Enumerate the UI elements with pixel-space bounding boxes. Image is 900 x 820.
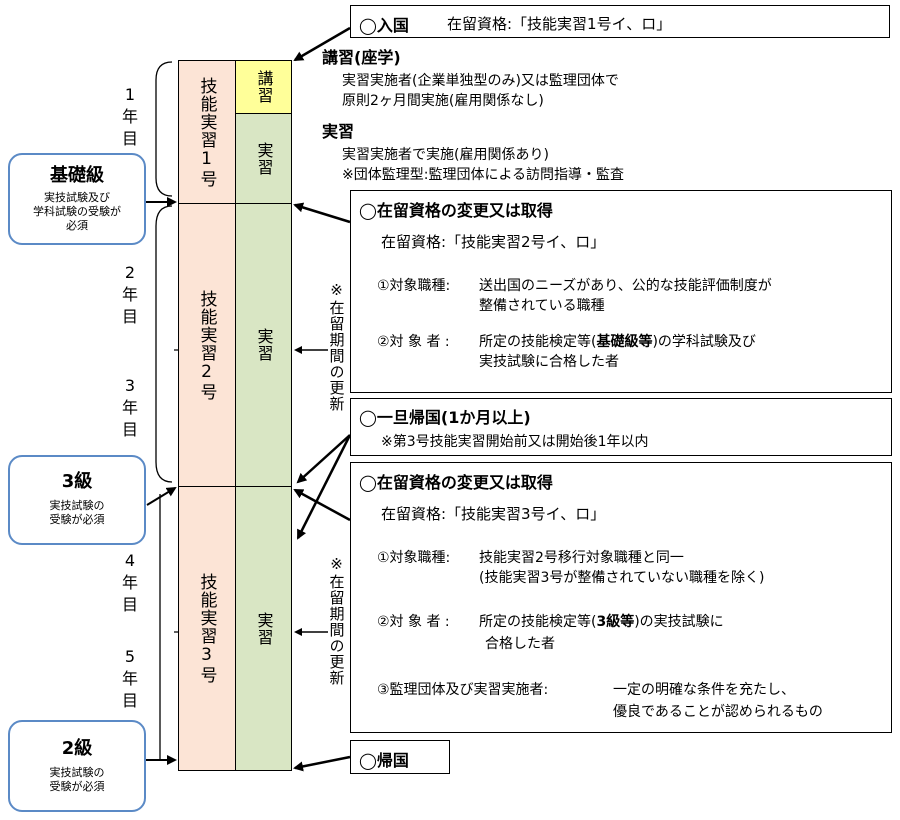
practice-cell-2: 実習 [235,203,292,487]
change2-item3-line2: 優良であることが認められるもの [613,704,823,720]
arrow-grade3 [146,486,177,506]
change1-title: ◯在留資格の変更又は取得 [359,201,553,220]
stage-3-label: 技能実習3号 [196,573,217,684]
practice-line-1: 実習実施者で実施(雇用関係あり) [342,147,549,163]
entry-title: ◯入国 [359,16,409,35]
change2-item2-line2: 合格した者 [485,636,555,652]
bracket-years2-3 [155,205,173,483]
change2-item3-label: ③監理団体及び実習実施者: [377,682,549,698]
change2-item1-line2: (技能実習3号が整備されていない職種を除く) [479,570,765,586]
change1-box: ◯在留資格の変更又は取得 在留資格:「技能実習2号イ、ロ」 ①対象職種: 送出国… [350,190,892,393]
return-temp-box: ◯一旦帰国(1か月以上) ※第3号技能実習開始前又は開始後1年以内 [350,398,892,456]
change2-item2-bold: 3級等 [596,614,635,630]
change1-item1-line2: 整備されている職種 [479,298,605,314]
lecture-heading: 講習(座学) [322,48,401,67]
change1-item2-label: ②対 象 者 : [377,334,450,350]
stage-1-cell: 技能実習1号 [178,60,236,204]
change2-item2-line1: 所定の技能検定等(3級等)の実技試験に [479,614,724,630]
change2-item2-label: ②対 象 者 : [377,614,450,630]
practice-label-2: 実習 [254,328,274,362]
change1-item2-bold: 基礎級等 [596,334,653,350]
level-grade3-desc-1: 実技試験の [49,499,105,512]
arrow-return-1 [296,434,351,484]
level-basic-title: 基礎級 [50,165,104,186]
practice-cell-1: 実習 [235,113,292,204]
final-return-title: ◯帰国 [359,751,409,770]
practice-label-3: 実習 [254,611,274,646]
change2-box: ◯在留資格の変更又は取得 在留資格:「技能実習3号イ、ロ」 ①対象職種: 技能実… [350,462,892,733]
level-grade2-desc-2: 受験が必須 [49,780,105,793]
change2-item1-label: ①対象職種: [377,550,451,566]
stage-1-label: 技能実習1号 [196,76,217,188]
change2-item1-line1: 技能実習2号移行対象職種と同一 [479,550,684,566]
return-temp-title: ◯一旦帰国(1か月以上) [359,408,531,427]
change1-status: 在留資格:「技能実習2号イ、ロ」 [381,233,606,251]
change1-item2-line1: 所定の技能検定等(基礎級等)の学科試験及び [479,334,756,350]
stage-3-cell: 技能実習3号 [178,486,236,771]
lecture-line-1: 実習実施者(企業単独型のみ)又は監理団体で [342,73,619,89]
practice-heading: 実習 [322,122,355,141]
change2-item3-line1: 一定の明確な条件を充たし、 [613,682,795,698]
practice-cell-3: 実習 [235,486,292,771]
level-grade2-title: 2級 [61,738,93,759]
change1-item1-label: ①対象職種: [377,278,451,294]
final-return-box: ◯帰国 [350,740,450,774]
level-basic: 基礎級 実技試験及び 学科試験の受験が 必須 [8,153,146,245]
change2-status: 在留資格:「技能実習3号イ、ロ」 [381,505,606,523]
entry-box: ◯入国 在留資格:「技能実習1号イ、ロ」 [350,5,890,38]
stage-2-cell: 技能実習2号 [178,203,236,487]
change1-item2-line2: 実技試験に合格した者 [479,354,619,370]
practice-label-1: 実習 [254,141,274,176]
arrow-change1 [293,202,351,224]
bracket-year1 [155,61,173,197]
arrow-change2 [293,488,351,522]
level-basic-desc-2: 学科試験の受験が [33,205,121,218]
change2-title: ◯在留資格の変更又は取得 [359,473,553,492]
arrow-return-2 [296,434,352,540]
level-basic-desc-3: 必須 [66,219,88,232]
renewal-note-2: ※在留期間の更新 [327,554,346,686]
lecture-cell: 講習 [235,60,292,114]
arrow-final-return [293,755,351,772]
arrow-entry [293,26,351,62]
renewal-note-1: ※在留期間の更新 [327,280,346,412]
practice-line-2: ※団体監理型:監理団体による訪問指導・監査 [342,167,625,183]
level-grade2: 2級 実技試験の 受験が必須 [8,720,146,812]
change1-item1-line1: 送出国のニーズがあり、公的な技能評価制度が [479,278,772,294]
level-grade3-title: 3級 [61,471,93,492]
stage-2-label: 技能実習2号 [196,289,217,401]
level-grade3-desc-2: 受験が必須 [49,513,105,526]
level-basic-desc-1: 実技試験及び [44,191,110,204]
level-grade3: 3級 実技試験の 受験が必須 [8,455,146,545]
lecture-line-2: 原則2ヶ月間実施(雇用関係なし) [342,93,544,109]
return-temp-note: ※第3号技能実習開始前又は開始後1年以内 [381,434,649,450]
entry-status: 在留資格:「技能実習1号イ、ロ」 [447,15,672,33]
lecture-label: 講習 [254,70,274,104]
level-grade2-desc-1: 実技試験の [49,766,105,779]
